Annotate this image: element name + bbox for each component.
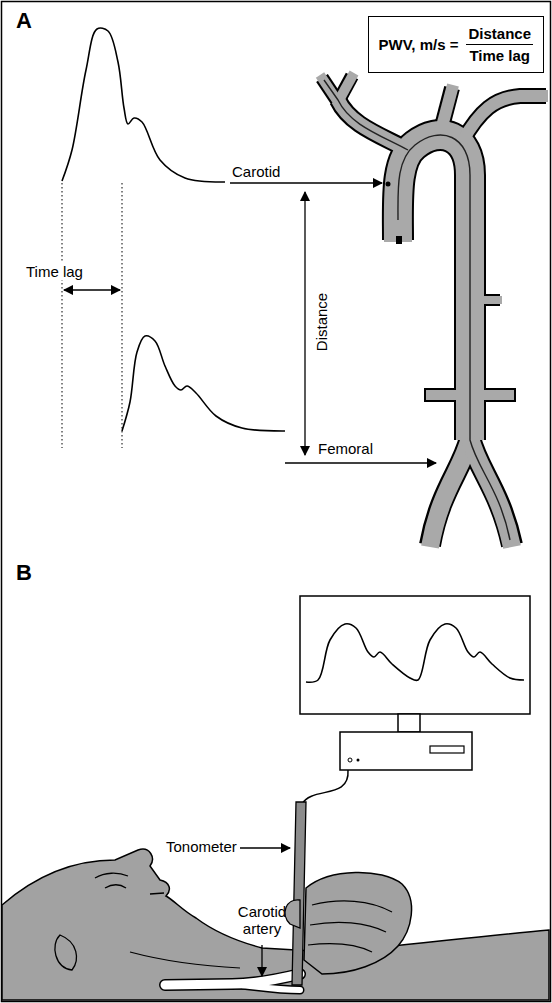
- time-marker: [62, 183, 63, 448]
- panel-letter: A: [16, 8, 32, 33]
- thumb: [285, 900, 300, 928]
- site-label: Femoral: [318, 440, 373, 457]
- computer-box: [340, 732, 472, 770]
- drawing-part: [338, 73, 354, 102]
- jaw-line: [130, 952, 240, 968]
- distance-arrow: [304, 192, 305, 455]
- drawing-part: [462, 96, 548, 142]
- monitor-neck: [398, 714, 420, 732]
- drawing-part: [324, 80, 510, 540]
- drawing-part: [232, 984, 300, 990]
- hand: [304, 872, 412, 974]
- monitor-screen: [300, 596, 530, 714]
- carotid-arrow: [230, 182, 382, 183]
- drawing-part: [398, 135, 510, 540]
- time-lag-arrow: [64, 289, 120, 290]
- time-marker: [122, 183, 123, 448]
- artery-label: Carotid artery: [230, 903, 294, 938]
- pulse-waveform: [306, 624, 524, 682]
- interval-label: Time lag: [24, 263, 85, 280]
- numerator: Distance: [466, 25, 533, 45]
- formula-box: PWV, m/s = DistanceTime lag: [368, 16, 544, 73]
- button: [348, 758, 352, 762]
- drawing-part: [338, 100, 408, 150]
- drawing-part: [470, 296, 502, 304]
- pulse-waveform: [62, 28, 225, 182]
- drive-slot: [430, 746, 464, 753]
- finger-lines: [308, 901, 392, 952]
- femoral-arrow: [285, 462, 436, 463]
- aorta-illustration: [320, 73, 548, 547]
- formula-lhs: PWV, m/s =: [379, 36, 459, 53]
- drawing-part: [320, 73, 548, 547]
- eyebrow: [95, 873, 128, 878]
- pulse-waveform: [122, 336, 285, 431]
- drawing-part: [430, 438, 470, 547]
- drawing-part: [440, 85, 453, 134]
- drawing-part: [396, 236, 402, 244]
- drawing-part: [324, 80, 408, 150]
- device-label: Tonometer: [166, 838, 237, 855]
- drawing-part: [338, 100, 408, 150]
- mouth: [150, 893, 164, 894]
- ear: [55, 935, 77, 970]
- denominator: Time lag: [467, 45, 532, 64]
- cable: [302, 770, 348, 804]
- drawing-part: [470, 438, 512, 547]
- drawing-part: [322, 76, 546, 545]
- tonometer-arrow: [240, 847, 290, 848]
- drawing-part: [232, 984, 300, 990]
- panel-letter: B: [16, 560, 32, 585]
- head: [2, 849, 549, 1000]
- fraction: DistanceTime lag: [466, 25, 533, 64]
- drawing-part: [386, 182, 391, 187]
- led: [357, 759, 360, 762]
- site-label: Carotid: [232, 163, 280, 180]
- artery-arrow: [261, 945, 262, 976]
- eye: [105, 885, 126, 888]
- distance-label: Distance: [313, 293, 330, 351]
- carotid-artery: [165, 974, 300, 990]
